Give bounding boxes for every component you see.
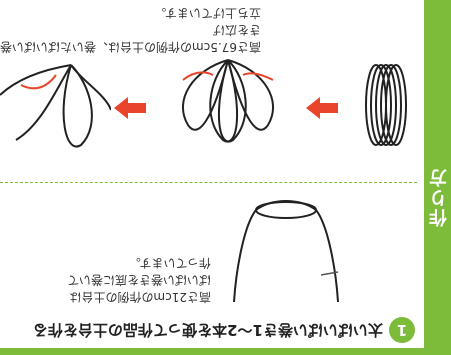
section-divider (0, 182, 417, 183)
step1-note-line: ぱいぱい巻きを底に巻いて (67, 273, 211, 287)
pot-illustration (233, 200, 339, 303)
step1-note: 高さ21cmの作例の土台は ぱいぱい巻きを底に巻いて 作っています。 (67, 254, 211, 305)
coil-illustration (365, 64, 407, 146)
step2-note: 高さ67.5cmの作例の土台は、巻いたぱいぱい巻きを広げ 立ち上げています。 (0, 4, 261, 55)
step2-note-line: 立ち上げています。 (154, 6, 261, 20)
step-number-badge: 1 (389, 317, 415, 343)
bottom-bar (0, 348, 451, 355)
right-arrow-icon (114, 97, 146, 119)
step1-note-line: 作っています。 (128, 256, 211, 270)
spread-coil-illustration (182, 59, 274, 143)
standing-coil-illustration (0, 64, 111, 148)
step-title: 太いぱいぱい巻き1〜2本を使って作品の土台を作る (32, 321, 383, 339)
step1-note-line: 高さ21cmの作例の土台は (69, 290, 211, 304)
right-arrow-icon (306, 97, 338, 119)
section-heading: 作り方 (429, 167, 450, 227)
